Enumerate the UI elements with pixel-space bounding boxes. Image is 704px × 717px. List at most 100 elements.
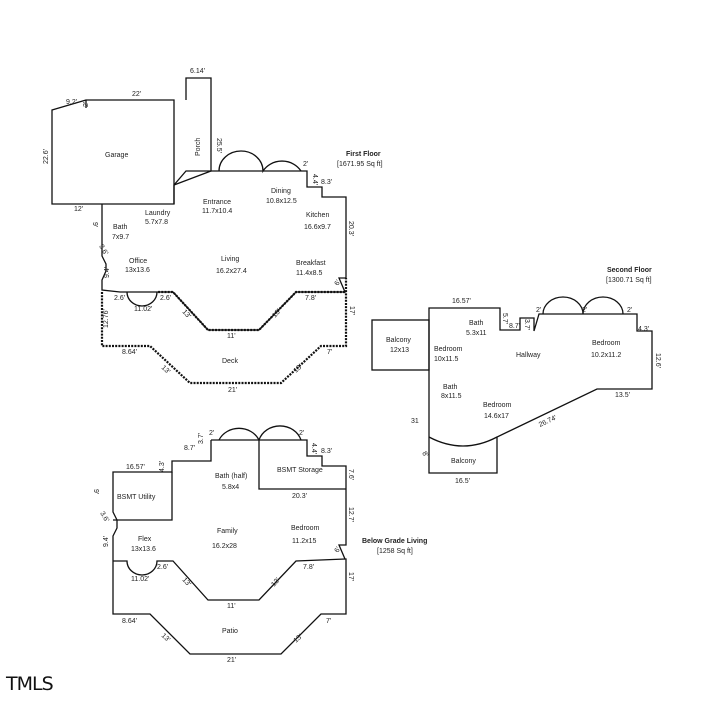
dim-label: 7.8' xyxy=(303,564,314,571)
dim-label: 8' xyxy=(420,451,429,459)
below-grade-plan: Below Grade Living [1258 Sq ft] Bath (ha… xyxy=(92,425,427,664)
dim-label: 13' xyxy=(181,577,192,588)
dim-label: 2' xyxy=(536,307,541,314)
room-dining-dims: 10.8x12.5 xyxy=(266,198,297,205)
balcony-outline xyxy=(371,319,430,371)
dim-label: 5.7' xyxy=(501,313,508,324)
dim-label: 13' xyxy=(293,363,304,374)
second-floor-title: Second Floor xyxy=(607,267,652,274)
room-bath-dims: 7x9.7 xyxy=(112,234,129,241)
room-bedroom-4-dims: 14.6x17 xyxy=(484,413,509,420)
dim-label: 12.6' xyxy=(654,353,661,368)
dim-label: 8.3' xyxy=(321,448,332,455)
dim-label: 13' xyxy=(270,577,281,588)
dim-label: 13' xyxy=(160,364,171,375)
below-grade-outline xyxy=(112,439,347,655)
dim-label: 2.6' xyxy=(160,295,171,302)
room-patio: Patio xyxy=(222,628,238,635)
dim-label: 20.3' xyxy=(347,221,354,236)
dim-label: 7' xyxy=(327,349,332,356)
room-balcony-dims: 12x13 xyxy=(390,347,409,354)
dim-label: 16.5' xyxy=(455,478,470,485)
dim-label: 6' xyxy=(334,546,343,554)
room-entrance: Entrance xyxy=(203,199,231,206)
office-bay-arc xyxy=(126,291,158,307)
room-bedroom-lower-dims: 11.2x15 xyxy=(292,538,316,545)
room-laundry-dims: 5.7x7.8 xyxy=(145,219,168,226)
dim-label: 9.4' xyxy=(104,267,111,278)
room-half-bath-dims: 5.8x4 xyxy=(222,484,239,491)
dim-label: 3.7' xyxy=(198,433,205,444)
dim-label: 12.7' xyxy=(347,507,354,522)
dim-label: 22' xyxy=(132,91,141,98)
room-deck: Deck xyxy=(222,358,238,365)
room-flex: Flex xyxy=(138,536,152,543)
dim-label: 9' xyxy=(91,222,98,227)
room-breakfast: Breakfast xyxy=(296,260,326,267)
dim-label: 11' xyxy=(227,333,236,340)
room-laundry: Laundry xyxy=(145,210,171,217)
room-breakfast-dims: 11.4x8.5 xyxy=(296,270,322,277)
dining-bay-arcs xyxy=(218,150,302,174)
dim-label: 13.5' xyxy=(615,392,630,399)
room-bath-2: Bath xyxy=(443,384,458,391)
dim-label: 13' xyxy=(160,632,171,643)
dim-label: 11.02' xyxy=(131,576,149,583)
below-grade-title: Below Grade Living xyxy=(362,538,427,545)
room-bedroom-3: Bedroom xyxy=(592,340,621,347)
dim-label: 2' xyxy=(209,430,214,437)
dim-label: 13' xyxy=(181,309,192,320)
dim-label: 3.7' xyxy=(523,319,530,330)
dim-label: 12' xyxy=(74,206,83,213)
first-floor-title: First Floor xyxy=(346,151,381,158)
second-floor-bay-arcs xyxy=(542,296,624,315)
dim-label: 2' xyxy=(627,307,632,314)
room-living: Living xyxy=(221,256,239,263)
room-bedroom-lower: Bedroom xyxy=(291,525,320,532)
second-balcony-arc xyxy=(428,436,498,447)
room-kitchen-dims: 16.6x9.7 xyxy=(304,224,331,231)
bsmt-storage-walls xyxy=(258,440,346,490)
second-floor-area: [1300.71 Sq ft] xyxy=(606,277,652,284)
room-hallway: Hallway xyxy=(516,352,541,359)
dim-label: 2.6' xyxy=(114,295,125,302)
dim-label: 16.57' xyxy=(452,298,471,305)
dim-label: 31 xyxy=(411,418,419,425)
room-bedroom-2: Bedroom xyxy=(434,346,463,353)
dim-label: 25.5' xyxy=(215,138,222,153)
room-family: Family xyxy=(217,528,238,535)
room-bath-2-dims: 8x11.5 xyxy=(441,393,462,400)
dim-label: 2' xyxy=(582,307,587,314)
room-bsmt-storage: BSMT Storage xyxy=(277,467,323,474)
room-office: Office xyxy=(129,258,147,265)
dim-label: 6.14' xyxy=(190,68,205,75)
room-porch: Porch xyxy=(195,138,202,156)
dim-label: 9' xyxy=(92,489,99,494)
second-floor-main-outline xyxy=(428,307,653,474)
room-bath: Bath xyxy=(113,224,128,231)
dim-label: 21' xyxy=(228,387,237,394)
first-floor-plan: First Floor [1671.95 Sq ft] Garage Porch… xyxy=(43,68,383,394)
dim-label: 4.3' xyxy=(638,326,649,333)
dim-label: 7.6' xyxy=(347,469,354,480)
dim-label: 17' xyxy=(348,306,355,315)
dim-label: 9.2' xyxy=(66,99,77,106)
room-flex-dims: 13x13.6 xyxy=(131,546,156,553)
dim-label: 2' xyxy=(299,430,304,437)
room-bsmt-utility: BSMT Utility xyxy=(117,494,156,501)
dim-label: 6' xyxy=(334,279,343,287)
dim-label: 3.6' xyxy=(98,511,110,524)
room-bath-upper-dims: 5.3x11 xyxy=(466,330,487,337)
room-bedroom-4: Bedroom xyxy=(483,402,512,409)
room-garage: Garage xyxy=(105,152,128,159)
garage-outline xyxy=(51,99,175,205)
bsmt-utility-walls xyxy=(113,472,173,521)
dim-label: 16.57' xyxy=(126,464,145,471)
dim-label: 3.6' xyxy=(97,244,109,257)
room-dining: Dining xyxy=(271,188,291,195)
dim-label: 7.8' xyxy=(305,295,316,302)
room-family-dims: 16.2x28 xyxy=(212,543,237,550)
room-kitchen: Kitchen xyxy=(306,212,329,219)
